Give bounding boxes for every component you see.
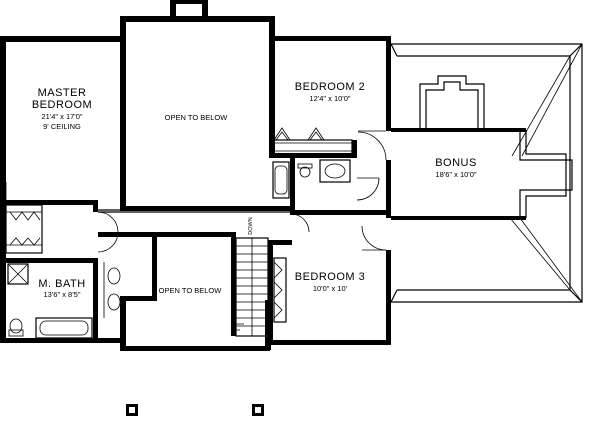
master-bedroom-label-2: BEDROOM [32,99,92,111]
stairs: DOWN [231,217,269,337]
bedroom-2-size: 12'4" x 10'0" [309,94,350,103]
master-bath-size: 13'6" x 8'5" [44,290,81,299]
chimney [170,0,208,18]
open-to-below-lower-label: OPEN TO BELOW [159,286,223,295]
bedroom-3-walls [268,240,292,340]
master-bath-fixtures [5,204,121,339]
stair-label: DOWN [248,217,254,234]
bedroom-2-bath [269,127,357,213]
bonus-roof [390,43,583,303]
bedroom-2-door [357,130,387,161]
porch-posts [126,404,264,416]
bedroom-3-size: 10'0" x 10' [313,284,348,293]
bonus-size: 18'6" x 10'0" [435,170,476,179]
hall-doors [97,177,387,253]
bedroom-3-label: BEDROOM 3 [295,271,366,283]
master-bath-label: M. BATH [38,278,85,290]
exterior-walls [0,16,391,351]
open-to-below-upper-walls [5,182,290,211]
bonus-label: BONUS [435,157,477,169]
master-bedroom-note: 9' CEILING [43,122,81,131]
master-bedroom-size: 21'4" x 17'0" [41,112,82,121]
open-to-below-upper-label: OPEN TO BELOW [165,113,229,122]
open-to-below-lower-walls [152,232,236,336]
master-bedroom-label-1: MASTER [38,87,87,99]
bedroom-2-label: BEDROOM 2 [295,81,366,93]
